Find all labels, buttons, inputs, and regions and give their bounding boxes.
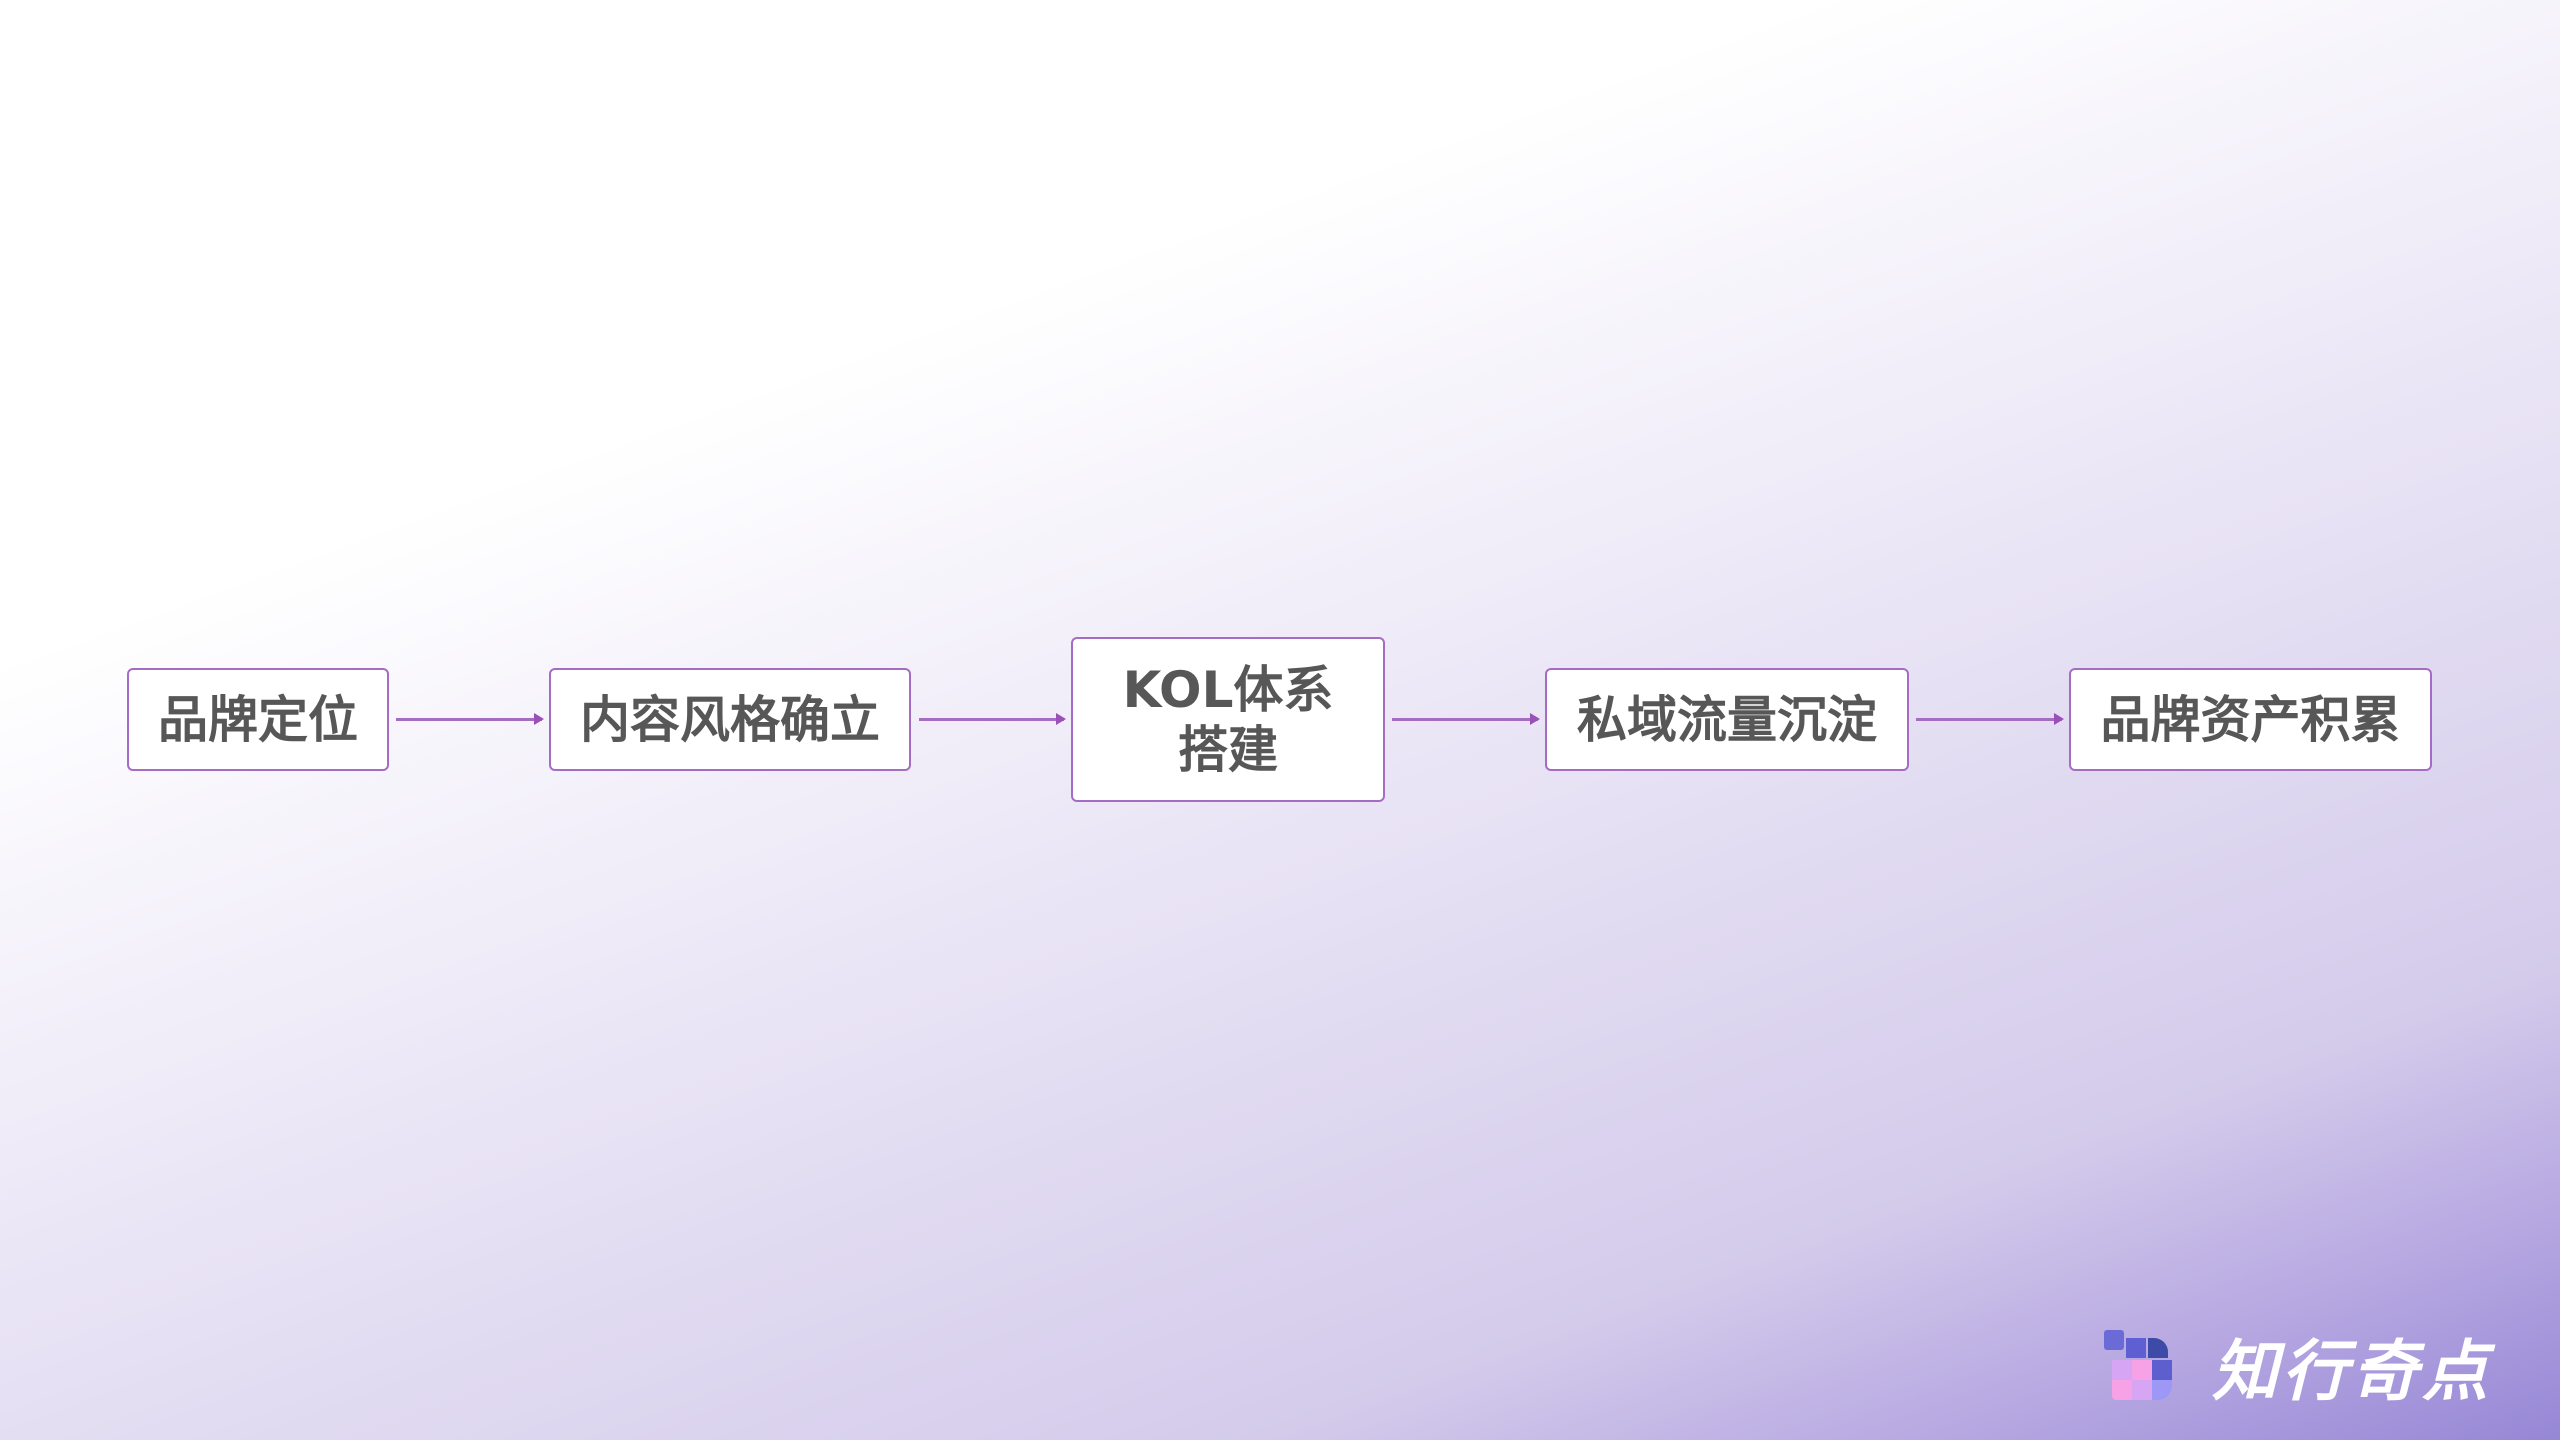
brand-logo: 知行奇点: [2104, 1318, 2492, 1414]
step-label: 私域流量沉淀: [1577, 690, 1877, 749]
flow-step-2: 内容风格确立: [549, 668, 911, 771]
step-label: 品牌资产积累: [2100, 690, 2401, 749]
arrow-connector: [1392, 713, 1540, 725]
step-label: 品牌定位: [158, 690, 358, 749]
step-label: KOL体系搭建: [1122, 660, 1334, 779]
step-label: 内容风格确立: [580, 690, 880, 749]
brand-name: 知行奇点: [2212, 1333, 2492, 1410]
flow-step-4: 私域流量沉淀: [1545, 668, 1909, 771]
flow-step-1: 品牌定位: [127, 668, 389, 771]
logo-mark-icon: [2104, 1330, 2176, 1402]
arrow-connector: [396, 713, 544, 725]
arrow-connector: [1916, 713, 2064, 725]
flow-step-5: 品牌资产积累: [2069, 668, 2432, 771]
flow-step-3: KOL体系搭建: [1071, 637, 1385, 802]
arrow-connector: [919, 713, 1066, 725]
